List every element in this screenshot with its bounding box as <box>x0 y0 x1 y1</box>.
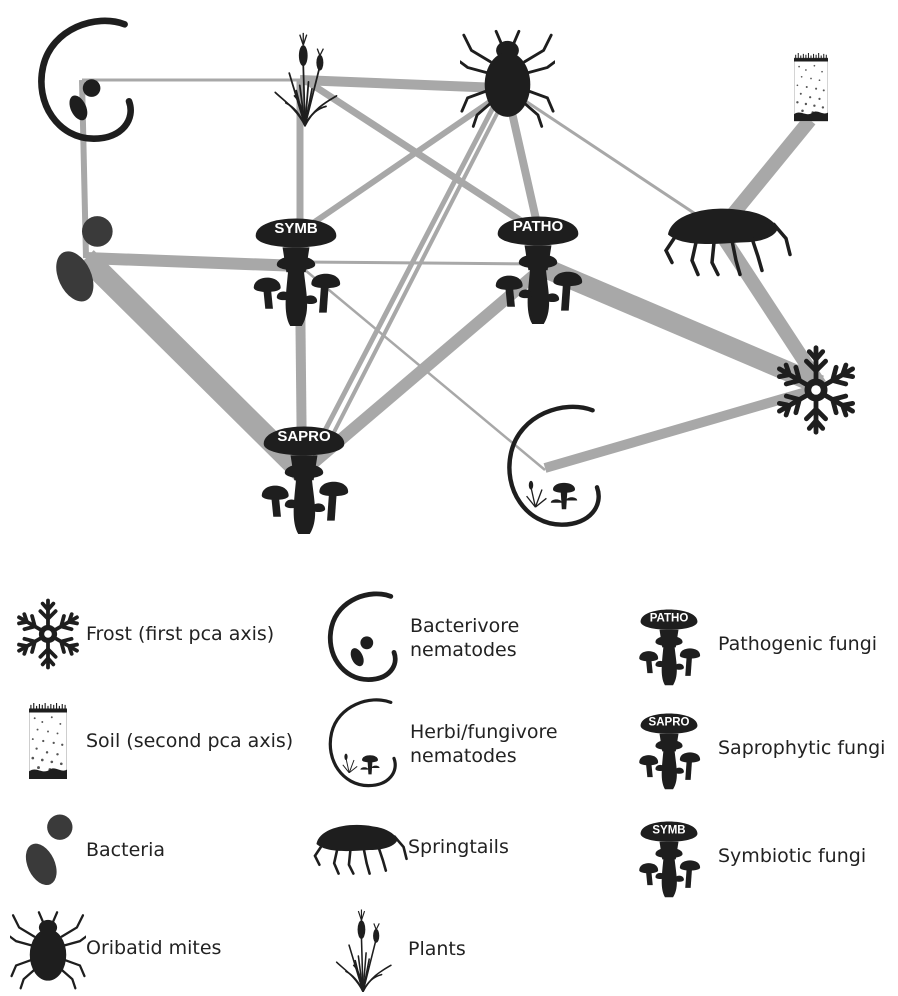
link-hnema-frost <box>545 388 820 468</box>
patho-tag: PATHO <box>650 613 689 625</box>
legend-plants: Plants <box>332 906 466 992</box>
legend-mites: Oribatid mites <box>10 906 221 990</box>
mushroom-icon: SYMB <box>634 812 704 900</box>
legend-bacteria: Bacteria <box>10 812 165 888</box>
oribatid-mite-icon <box>10 906 86 990</box>
symb-tag: SYMB <box>652 825 685 837</box>
herbivore-nematode-icon <box>322 694 402 794</box>
legend-pathogenic-fungi: PATHO Pathogenic fungi <box>634 600 877 688</box>
legend-label: Soil (second pca axis) <box>86 729 293 753</box>
interaction-network: SYMB PATHO SAPRO <box>0 0 898 560</box>
saprophytic-fungi-node: SAPRO <box>262 427 348 535</box>
legend-saprophytic-fungi: SAPRO Saprophytic fungi <box>634 704 885 792</box>
springtail-icon <box>666 209 790 275</box>
sapro-tag: SAPRO <box>277 428 331 445</box>
sapro-tag: SAPRO <box>649 717 690 729</box>
link-bacteria-symb <box>86 258 300 266</box>
legend-label: Oribatid mites <box>86 936 221 960</box>
springtail-icon <box>312 816 408 878</box>
legend-soil: Soil (second pca axis) <box>10 703 293 779</box>
network-links <box>82 80 820 475</box>
soil-icon <box>10 703 86 779</box>
legend-label: Saprophytic fungi <box>718 736 885 760</box>
link-plants-mites <box>300 80 500 88</box>
legend-label: Pathogenic fungi <box>718 632 877 656</box>
mushroom-icon: SAPRO <box>634 704 704 792</box>
bacteria-icon <box>10 812 86 888</box>
frost-snowflake-icon <box>10 596 86 672</box>
legend-label: Frost (first pca axis) <box>86 622 274 646</box>
soil-icon <box>794 53 828 121</box>
link-symb-patho <box>300 262 540 264</box>
legend-symbiotic-fungi: SYMB Symbiotic fungi <box>634 812 866 900</box>
legend-label: Plants <box>408 937 466 961</box>
link-mites-springtails <box>512 92 712 225</box>
legend-label: Bacteria <box>86 838 165 862</box>
legend-label: Springtails <box>408 835 509 859</box>
legend-frost: Frost (first pca axis) <box>10 596 274 672</box>
legend-springtails: Springtails <box>312 816 509 878</box>
plants-icon <box>332 906 394 992</box>
bacterivore-nematode-icon <box>322 588 402 688</box>
patho-tag: PATHO <box>513 218 564 235</box>
mushroom-icon: PATHO <box>634 600 704 688</box>
symbiotic-fungi-node: SYMB <box>254 219 340 327</box>
symb-tag: SYMB <box>274 220 318 237</box>
legend-label: Symbiotic fungi <box>718 844 866 868</box>
